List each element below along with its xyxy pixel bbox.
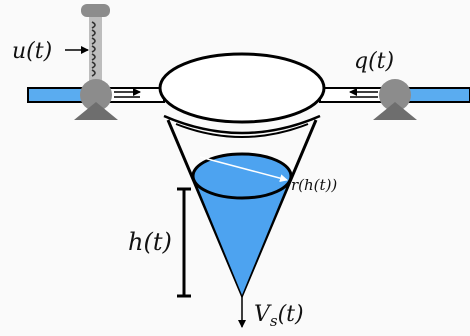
control-valve [74,4,118,120]
radius-arrow [199,156,288,183]
inflow-arrow-left [114,88,141,98]
valve-handle [81,4,110,17]
water-surface [191,152,293,200]
height-bracket [177,187,191,298]
tank-top-cap [158,52,326,124]
disturbance-valve [373,79,417,120]
disturbance-flow-label: q(t) [354,49,394,74]
outflow-label: Vs(t) [254,302,304,330]
valve-body [80,79,112,111]
valve-screw-thread [91,21,96,77]
valve-base [373,102,417,120]
valve-body [379,79,411,111]
input-flow-label: u(t) [12,39,52,64]
height-label: h(t) [128,228,172,256]
radius-label: r(h(t)) [291,176,337,194]
water-volume [191,152,293,295]
tank-ring [163,114,321,135]
inflow-arrow-right [349,88,378,98]
valve-base [74,102,118,120]
